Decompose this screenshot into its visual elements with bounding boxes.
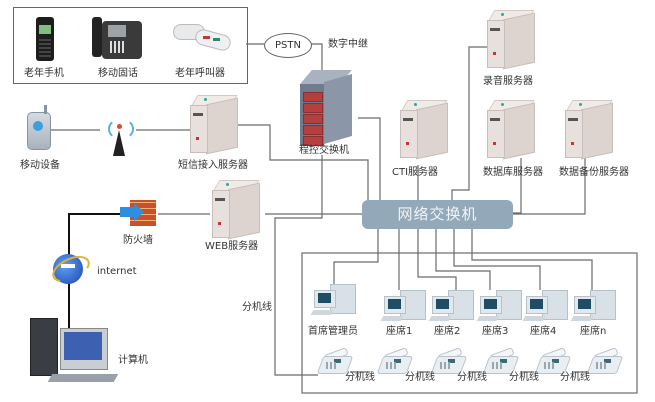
recording-server-label: 录音服务器 [483,76,533,87]
computer-label: 计算机 [118,355,148,366]
internet-explorer-icon [48,250,94,288]
desk-phone-icon [482,347,520,374]
elderly-devices-group [13,7,248,84]
desk-phone-icon [534,347,572,374]
workstation-label: 座席n [580,326,607,337]
wire-backup-switch [513,158,586,215]
pbx-icon [300,70,352,146]
workstation-label: 座席1 [386,326,413,337]
mobile-device-icon [27,105,51,150]
internet-label: internet [97,266,137,277]
workstation-icon [476,290,522,324]
mobile-phone-icon [36,17,54,61]
wire-recording-switch [451,46,488,200]
cell-tower-icon [102,118,136,156]
wire-pstn-pbx [310,43,323,76]
desk-phone-icon [586,347,624,374]
pager-icon [173,24,233,53]
workstation-label: 座席2 [434,326,461,337]
web-server-label: WEB服务器 [205,241,259,252]
database-server-icon [487,100,535,160]
cti-server-label: CTI服务器 [392,167,439,178]
desk-phone-icon [376,347,414,374]
wire-pbx-switch [358,117,381,200]
mobile-landline-label: 移动固话 [98,68,138,79]
desk-phone-icon [430,347,468,374]
workstation-icon [570,290,616,324]
cti-server-icon [400,100,448,160]
workstation-icon [310,284,356,318]
sms-server-label: 短信接入服务器 [178,160,248,171]
phone-link-label: 分机线 [457,372,487,383]
workstation-icon [428,290,474,324]
wire-database-switch [513,158,522,214]
sms-server-icon [190,95,238,155]
workstation-label: 座席3 [482,326,509,337]
recording-server-icon [487,10,535,70]
phone-link-label: 分机线 [509,372,539,383]
network-switch: 网络交换机 [362,200,513,229]
phone-link-label: 分机线 [560,372,590,383]
phone-link-label: 分机线 [405,372,435,383]
elderly-phone-label: 老年手机 [24,68,64,79]
call-center-box [301,252,638,394]
computer-icon [30,318,119,384]
backup-server-icon [565,100,613,160]
workstation-label: 首席管理员 [308,326,358,337]
desk-phone-icon [92,17,144,61]
web-server-icon [212,180,260,240]
pstn-node: PSTN [264,33,312,58]
extension-line-label: 分机线 [242,302,272,313]
firewall-icon [120,200,156,226]
elderly-pager-label: 老年呼叫器 [175,68,225,79]
workstation-label: 座席4 [530,326,557,337]
phone-link-label: 分机线 [345,372,375,383]
mobile-device-label: 移动设备 [20,160,60,171]
wire-pbx-extension [274,155,323,376]
firewall-label: 防火墙 [123,235,153,246]
desk-phone-icon [316,347,354,374]
digital-trunk-label: 数字中继 [328,39,368,50]
backup-server-label: 数据备份服务器 [559,167,629,178]
wire-sms-switch [238,124,369,200]
workstation-icon [380,290,426,324]
pbx-label: 程控交换机 [299,145,349,156]
database-server-label: 数据库服务器 [483,167,543,178]
workstation-icon [522,290,568,324]
